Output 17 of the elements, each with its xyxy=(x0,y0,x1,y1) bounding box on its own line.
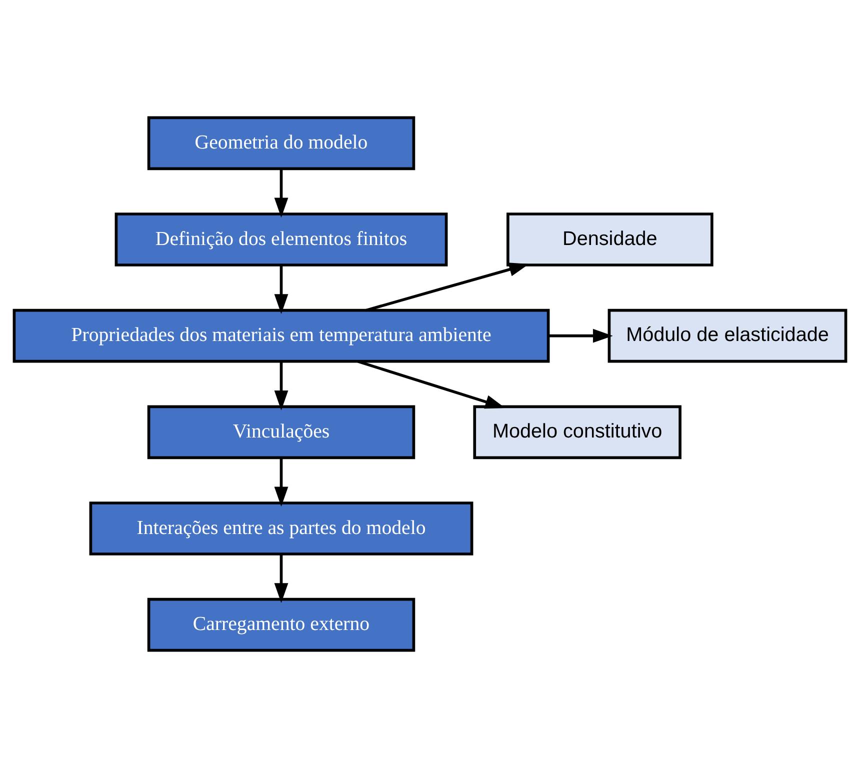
arrow xyxy=(357,360,506,408)
node-box: Vinculações xyxy=(147,404,416,459)
node-box: Módulo de elasticidade xyxy=(608,308,848,362)
arrow xyxy=(548,328,613,342)
node-box: Carregamento externo xyxy=(147,597,416,652)
node-box: Densidade xyxy=(506,212,714,266)
node-box: Propriedades dos materiais em temperatura ambiente xyxy=(12,308,550,362)
node-box: Definição dos elementos finitos xyxy=(114,212,448,266)
arrow xyxy=(274,554,288,602)
arrow xyxy=(366,262,529,312)
arrow xyxy=(274,458,288,506)
node-box: Modelo constitutivo xyxy=(473,404,682,459)
arrow xyxy=(274,168,288,218)
node-box: Geometria do modelo xyxy=(147,116,416,170)
node-box: Interações entre as partes do modelo xyxy=(89,501,474,555)
arrow xyxy=(274,264,288,314)
arrow xyxy=(274,361,288,410)
